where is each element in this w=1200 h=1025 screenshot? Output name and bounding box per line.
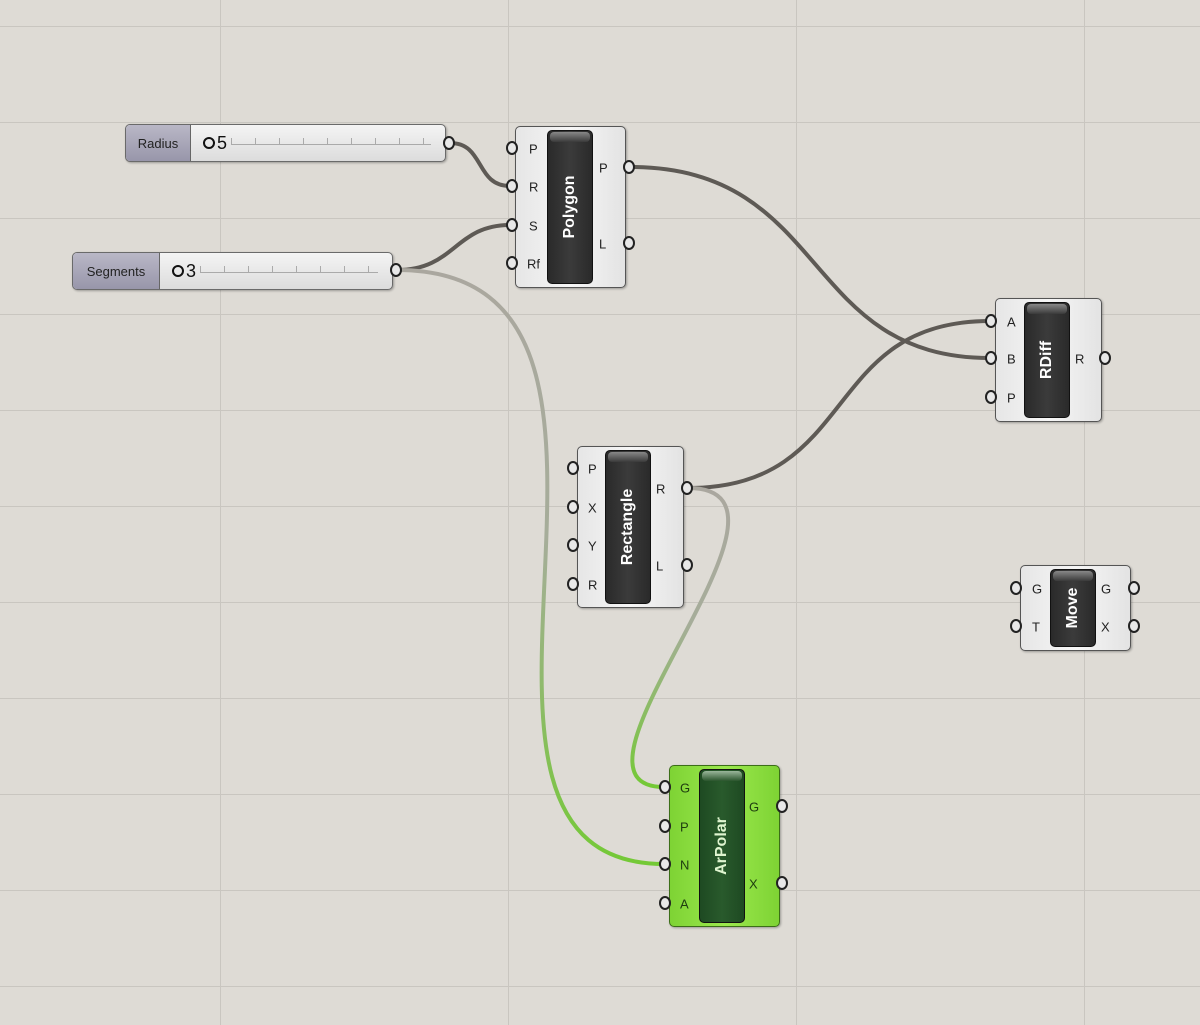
slider-knob-icon[interactable] — [203, 137, 215, 149]
slider-track[interactable] — [231, 138, 431, 145]
output-port[interactable] — [776, 876, 788, 890]
input-label: G — [1032, 581, 1043, 597]
component-name: Move — [1064, 587, 1081, 629]
input-port[interactable] — [567, 538, 579, 552]
component-name: RDiff — [1038, 340, 1055, 380]
wire-rectangle-to-rdiff-a — [687, 319, 991, 490]
input-label: R — [588, 577, 598, 593]
input-label: R — [529, 179, 539, 195]
component-name: Polygon — [561, 175, 578, 239]
input-label: B — [1007, 351, 1016, 367]
input-port[interactable] — [659, 857, 671, 871]
input-port[interactable] — [506, 218, 518, 232]
slider-value: 5 — [217, 132, 228, 153]
output-port[interactable] — [681, 558, 693, 572]
polygon-component[interactable]: Polygon P R S Rf P L — [515, 126, 626, 288]
component-name: ArPolar — [713, 817, 730, 875]
output-label: L — [656, 558, 664, 574]
slider-label: Radius — [126, 125, 191, 161]
rdiff-component[interactable]: RDiff A B P R — [995, 298, 1102, 422]
input-port[interactable] — [506, 256, 518, 270]
output-port[interactable] — [681, 481, 693, 495]
slider-knob-icon[interactable] — [172, 265, 184, 277]
output-port[interactable] — [1128, 581, 1140, 595]
slider-label: Segments — [73, 253, 160, 289]
input-label: N — [680, 857, 690, 873]
slider-value: 3 — [186, 260, 197, 281]
wire-rectangle-to-arpolar-g — [630, 486, 730, 789]
input-label: G — [680, 780, 691, 796]
input-port[interactable] — [659, 896, 671, 910]
input-label: P — [529, 141, 538, 157]
input-port[interactable] — [567, 577, 579, 591]
input-port[interactable] — [567, 461, 579, 475]
input-port[interactable] — [985, 351, 997, 365]
input-label: A — [1007, 314, 1016, 330]
output-port[interactable] — [443, 136, 455, 150]
wire-segments-to-arpolar-n — [396, 268, 665, 866]
output-port[interactable] — [623, 236, 635, 250]
input-label: P — [680, 819, 689, 835]
output-label: G — [1101, 581, 1112, 597]
output-port[interactable] — [1099, 351, 1111, 365]
rectangle-component[interactable]: Rectangle P X Y R R L — [577, 446, 684, 608]
input-label: S — [529, 218, 538, 234]
input-port[interactable] — [659, 780, 671, 794]
input-port[interactable] — [985, 390, 997, 404]
output-label: X — [749, 876, 758, 892]
input-port[interactable] — [567, 500, 579, 514]
output-label: L — [599, 236, 607, 252]
input-label: A — [680, 896, 689, 912]
wire-radius-to-polygon-r — [449, 141, 511, 188]
output-label: R — [656, 481, 666, 497]
slider-track[interactable] — [200, 266, 378, 273]
output-label: X — [1101, 619, 1110, 635]
wire-segments-to-polygon-s — [396, 223, 511, 272]
input-label: T — [1032, 619, 1040, 635]
output-port[interactable] — [1128, 619, 1140, 633]
segments-slider[interactable]: Segments 3 — [72, 252, 393, 290]
output-port[interactable] — [623, 160, 635, 174]
input-port[interactable] — [1010, 619, 1022, 633]
radius-slider[interactable]: Radius 5 — [125, 124, 446, 162]
input-label: Y — [588, 538, 597, 554]
arpolar-component[interactable]: ArPolar G P N A G X — [669, 765, 780, 927]
input-port[interactable] — [659, 819, 671, 833]
output-port[interactable] — [390, 263, 402, 277]
input-port[interactable] — [506, 179, 518, 193]
output-label: R — [1075, 351, 1085, 367]
input-label: P — [588, 461, 597, 477]
component-name: Rectangle — [619, 488, 636, 566]
input-label: P — [1007, 390, 1016, 406]
input-port[interactable] — [506, 141, 518, 155]
input-port[interactable] — [985, 314, 997, 328]
output-port[interactable] — [776, 799, 788, 813]
move-component[interactable]: Move G T G X — [1020, 565, 1131, 651]
input-label: Rf — [527, 256, 540, 272]
input-port[interactable] — [1010, 581, 1022, 595]
input-label: X — [588, 500, 597, 516]
output-label: P — [599, 160, 608, 176]
wire-polygon-to-rdiff-b — [629, 165, 991, 360]
output-label: G — [749, 799, 760, 815]
